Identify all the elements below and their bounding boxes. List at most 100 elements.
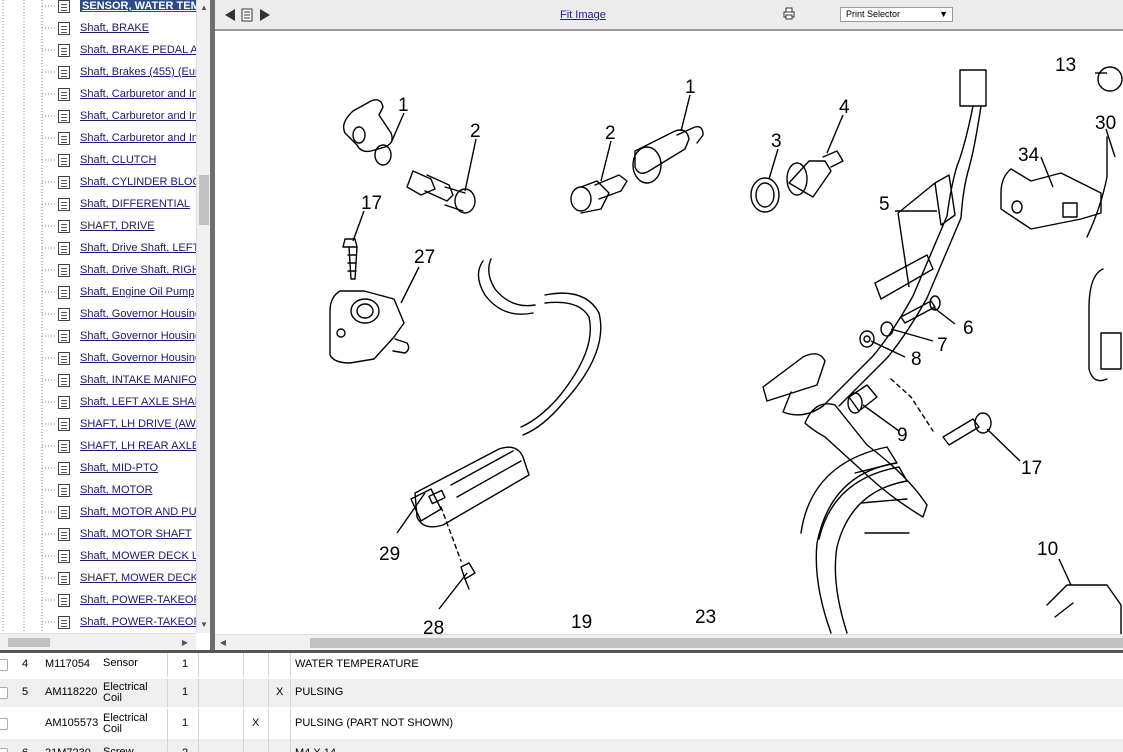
tree-item-label[interactable]: Shaft, DIFFERENTIAL xyxy=(80,198,191,210)
tree-item-label[interactable]: Shaft, Carburetor and Intake xyxy=(80,110,196,122)
barb-fitting-part xyxy=(570,174,628,214)
tree-hscroll-thumb[interactable] xyxy=(8,638,50,647)
tree-item[interactable]: Shaft, Carburetor and Intake xyxy=(58,127,196,149)
document-icon xyxy=(58,153,70,167)
scroll-right-arrow-icon[interactable]: ▶ xyxy=(181,638,189,647)
tree-item-label[interactable]: Shaft, BRAKE xyxy=(80,22,150,34)
scroll-down-arrow-icon[interactable]: ▼ xyxy=(200,620,208,629)
tree-item[interactable]: Shaft, Carburetor and Intake xyxy=(58,83,196,105)
diagram-horizontal-scrollbar[interactable]: ◀ xyxy=(215,634,1123,650)
tree-item-label[interactable]: Shaft, Governor Housing xyxy=(80,330,196,342)
tree-item-label[interactable]: Shaft, BRAKE PEDAL ASSEMBLY xyxy=(80,44,196,56)
tree-item-label[interactable]: Shaft, Governor Housing xyxy=(80,308,196,320)
fit-image-link[interactable]: Fit Image xyxy=(560,9,606,21)
tree-item[interactable]: Shaft, DIFFERENTIAL xyxy=(58,193,196,215)
next-page-button[interactable] xyxy=(258,7,272,23)
tree-item-label[interactable]: Shaft, CYLINDER BLOCK xyxy=(80,176,196,188)
tree-item-label[interactable]: Shaft, Carburetor and Intake xyxy=(80,132,196,144)
tree-item[interactable]: SHAFT, DRIVE xyxy=(58,215,196,237)
tree-item[interactable]: Shaft, Governor Housing xyxy=(58,347,196,369)
tree-item[interactable]: SHAFT, LH REAR AXLE xyxy=(58,435,196,457)
tree-item[interactable]: Shaft, Drive Shaft, LEFT xyxy=(58,237,196,259)
pane-splitter[interactable] xyxy=(210,0,215,650)
previous-page-button[interactable] xyxy=(223,7,237,23)
tree-item[interactable]: Shaft, MOTOR AND PUMP xyxy=(58,501,196,523)
tree-item[interactable]: Shaft, Governor Housing xyxy=(58,325,196,347)
tree-item[interactable]: Shaft, MOTOR xyxy=(58,479,196,501)
document-icon xyxy=(58,65,70,79)
callout-number: 28 xyxy=(423,618,444,634)
tree-item-label[interactable]: SENSOR, WATER TEMPERATURE xyxy=(80,0,196,12)
tree-scroll-thumb[interactable] xyxy=(199,175,209,225)
tree-item-label[interactable]: Shaft, LEFT AXLE SHAFT xyxy=(80,396,196,408)
tree-item[interactable]: Shaft, MID-PTO xyxy=(58,457,196,479)
tree-item[interactable]: Shaft, MOWER DECK LIFT xyxy=(58,545,196,567)
tree-item-label[interactable]: Shaft, POWER-TAKEOFF xyxy=(80,616,196,628)
tree-item-label[interactable]: Shaft, Governor Housing xyxy=(80,352,196,364)
tree-item[interactable]: Shaft, POWER-TAKEOFF xyxy=(58,589,196,611)
row-checkbox[interactable] xyxy=(0,687,8,699)
tree-item-label[interactable]: Shaft, MOTOR AND PUMP xyxy=(80,506,196,518)
pane-divider[interactable] xyxy=(0,650,1123,653)
tree-item[interactable]: Shaft, CLUTCH xyxy=(58,149,196,171)
tree-item-label[interactable]: Shaft, Carburetor and Intake xyxy=(80,88,196,100)
tree-item-label[interactable]: Shaft, Drive Shaft, RIGHT xyxy=(80,264,196,276)
tree-item-label[interactable]: Shaft, MOWER DECK LIFT xyxy=(80,550,196,562)
tree-item[interactable]: Shaft, POWER-TAKEOFF xyxy=(58,611,196,633)
tree-item-label[interactable]: Shaft, MOTOR xyxy=(80,484,153,496)
row-checkbox[interactable] xyxy=(0,659,8,671)
column-divider xyxy=(198,653,199,677)
tree-item[interactable]: Shaft, Carburetor and Intake xyxy=(58,105,196,127)
tree-item[interactable]: Shaft, BRAKE xyxy=(58,17,196,39)
document-icon xyxy=(58,43,70,57)
tree-item[interactable]: Shaft, LEFT AXLE SHAFT xyxy=(58,391,196,413)
tree-item-label[interactable]: Shaft, INTAKE MANIFOLD xyxy=(80,374,196,386)
tree-item-label[interactable]: Shaft, Drive Shaft, LEFT xyxy=(80,242,196,254)
tree-item[interactable]: Shaft, Governor Housing xyxy=(58,303,196,325)
document-icon xyxy=(58,307,70,321)
tree-item[interactable]: Shaft, Drive Shaft, RIGHT xyxy=(58,259,196,281)
tree-item[interactable]: Shaft, INTAKE MANIFOLD xyxy=(58,369,196,391)
diagram-hscroll-thumb[interactable] xyxy=(310,638,1123,648)
callout-number: 3 xyxy=(771,131,782,152)
tree-item-label[interactable]: SHAFT, LH DRIVE (AWS) xyxy=(80,418,196,430)
hose-fitting-part xyxy=(406,170,476,214)
callout-number: 10 xyxy=(1037,539,1058,560)
tree-item-label[interactable]: Shaft, Engine Oil Pump xyxy=(80,286,195,298)
print-button[interactable] xyxy=(783,7,795,25)
tree-item-label[interactable]: SHAFT, DRIVE xyxy=(80,220,155,232)
tree-horizontal-scrollbar[interactable]: ▶ xyxy=(0,633,196,650)
tree-item[interactable]: SHAFT, MOWER DECK xyxy=(58,567,196,589)
tree-item-label[interactable]: Shaft, Brakes (455) (European Edition) xyxy=(80,66,196,78)
print-selector-dropdown[interactable]: Print Selector ▼ xyxy=(840,7,953,22)
tree-item[interactable]: Shaft, Brakes (455) (European Edition) xyxy=(58,61,196,83)
column-divider xyxy=(198,739,199,752)
scroll-up-arrow-icon[interactable]: ▲ xyxy=(200,3,208,12)
tree-item-label[interactable]: Shaft, CLUTCH xyxy=(80,154,157,166)
tree-item-label[interactable]: SHAFT, LH REAR AXLE xyxy=(80,440,196,452)
tree-item[interactable]: SENSOR, WATER TEMPERATURE xyxy=(58,0,196,17)
tree-vertical-scrollbar[interactable]: ▲ ▼ xyxy=(196,0,210,633)
tree-item[interactable]: Shaft, Engine Oil Pump xyxy=(58,281,196,303)
tree-item-label[interactable]: Shaft, MOTOR SHAFT xyxy=(80,528,192,540)
document-icon xyxy=(58,439,70,453)
tree-item-label[interactable]: Shaft, POWER-TAKEOFF xyxy=(80,594,196,606)
document-icon xyxy=(58,461,70,475)
callout-number: 9 xyxy=(897,425,908,446)
parts-table-row[interactable]: 621M7230Screw2M4 X 14 xyxy=(0,739,1123,752)
page-view-button[interactable] xyxy=(240,7,254,23)
wire-harness-part xyxy=(762,69,987,416)
row-checkbox[interactable] xyxy=(0,748,8,752)
tree-item-label[interactable]: Shaft, MID-PTO xyxy=(80,462,159,474)
tree-item[interactable]: Shaft, BRAKE PEDAL ASSEMBLY xyxy=(58,39,196,61)
tree-item[interactable]: Shaft, MOTOR SHAFT xyxy=(58,523,196,545)
scroll-left-arrow-icon[interactable]: ◀ xyxy=(219,638,227,647)
row-checkbox[interactable] xyxy=(0,718,8,730)
tree-item[interactable]: Shaft, CYLINDER BLOCK xyxy=(58,171,196,193)
tree-item[interactable]: SHAFT, LH DRIVE (AWS) xyxy=(58,413,196,435)
tree-item-label[interactable]: SHAFT, MOWER DECK xyxy=(80,572,196,584)
